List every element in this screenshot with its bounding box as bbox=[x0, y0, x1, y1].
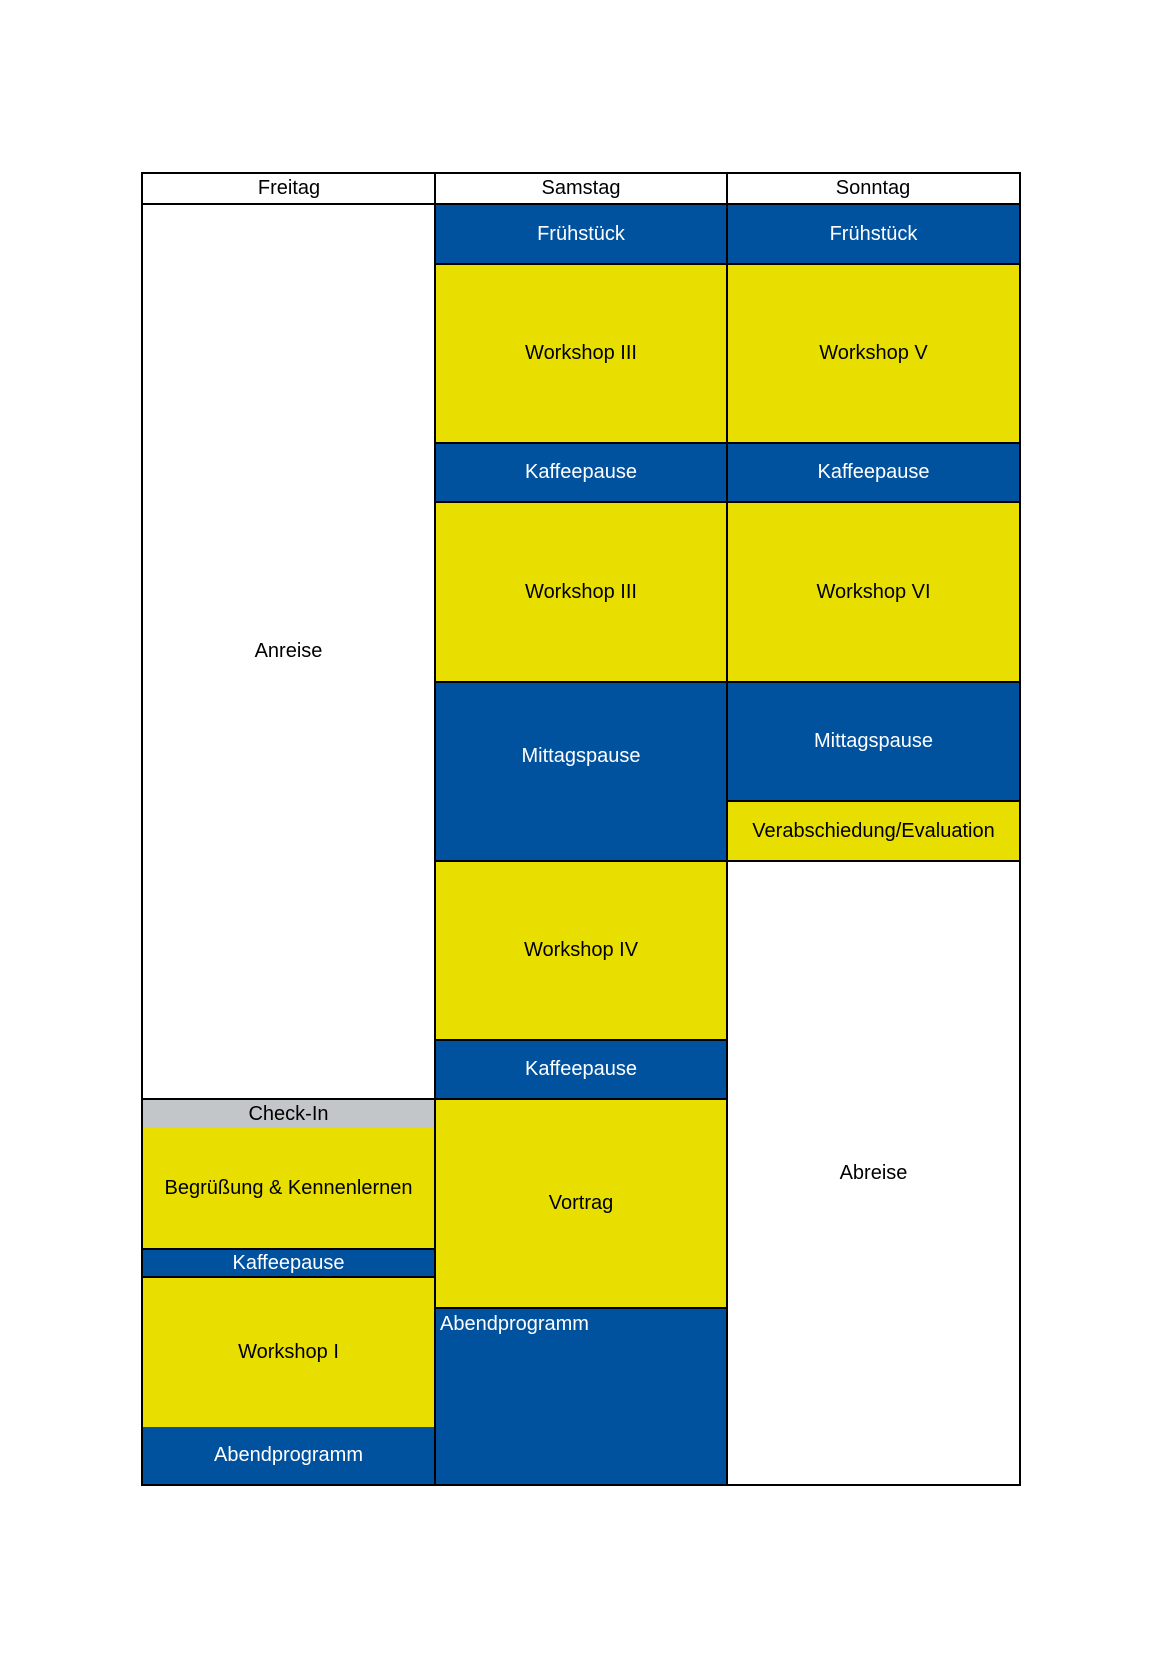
slot-fruehstueck: Frühstück bbox=[728, 205, 1019, 263]
schedule-table: Freitag Samstag Sonntag Anreise Check-In… bbox=[141, 172, 1021, 1486]
slot-workshop-4: Workshop IV bbox=[436, 860, 726, 1039]
slot-workshop-1: Workshop I bbox=[143, 1278, 434, 1427]
slot-kaffeepause-2: Kaffeepause bbox=[436, 1039, 726, 1098]
slot-workshop-3a: Workshop III bbox=[436, 263, 726, 442]
column-samstag: Frühstück Workshop III Kaffeepause Works… bbox=[436, 205, 726, 1484]
slot-vortrag: Vortrag bbox=[436, 1098, 726, 1307]
slot-workshop-3b: Workshop III bbox=[436, 501, 726, 681]
slot-abendprogramm: Abendprogramm bbox=[143, 1427, 434, 1484]
header-freitag: Freitag bbox=[143, 174, 435, 205]
slot-checkin: Check-In bbox=[143, 1098, 434, 1128]
slot-kaffeepause: Kaffeepause bbox=[143, 1248, 434, 1278]
slot-anreise: Anreise bbox=[143, 205, 434, 1098]
slot-abreise: Abreise bbox=[728, 860, 1019, 1484]
slot-fruehstueck: Frühstück bbox=[436, 205, 726, 263]
slot-mittagspause: Mittagspause bbox=[436, 681, 726, 860]
slot-mittagspause: Mittagspause bbox=[728, 681, 1019, 800]
column-sonntag: Frühstück Workshop V Kaffeepause Worksho… bbox=[728, 205, 1019, 1484]
slot-kaffeepause: Kaffeepause bbox=[728, 442, 1019, 501]
slot-abendprogramm: Abendprogramm bbox=[436, 1307, 726, 1484]
slot-begruessung: Begrüßung & Kennenlernen bbox=[143, 1128, 434, 1248]
slot-kaffeepause-1: Kaffeepause bbox=[436, 442, 726, 501]
header-sonntag: Sonntag bbox=[727, 174, 1019, 205]
divider bbox=[434, 174, 436, 1484]
divider bbox=[726, 174, 728, 1484]
slot-verabschiedung: Verabschiedung/Evaluation bbox=[728, 800, 1019, 860]
column-freitag: Anreise Check-In Begrüßung & Kennenlerne… bbox=[143, 205, 434, 1484]
header-samstag: Samstag bbox=[435, 174, 727, 205]
slot-workshop-6: Workshop VI bbox=[728, 501, 1019, 681]
slot-workshop-5: Workshop V bbox=[728, 263, 1019, 442]
